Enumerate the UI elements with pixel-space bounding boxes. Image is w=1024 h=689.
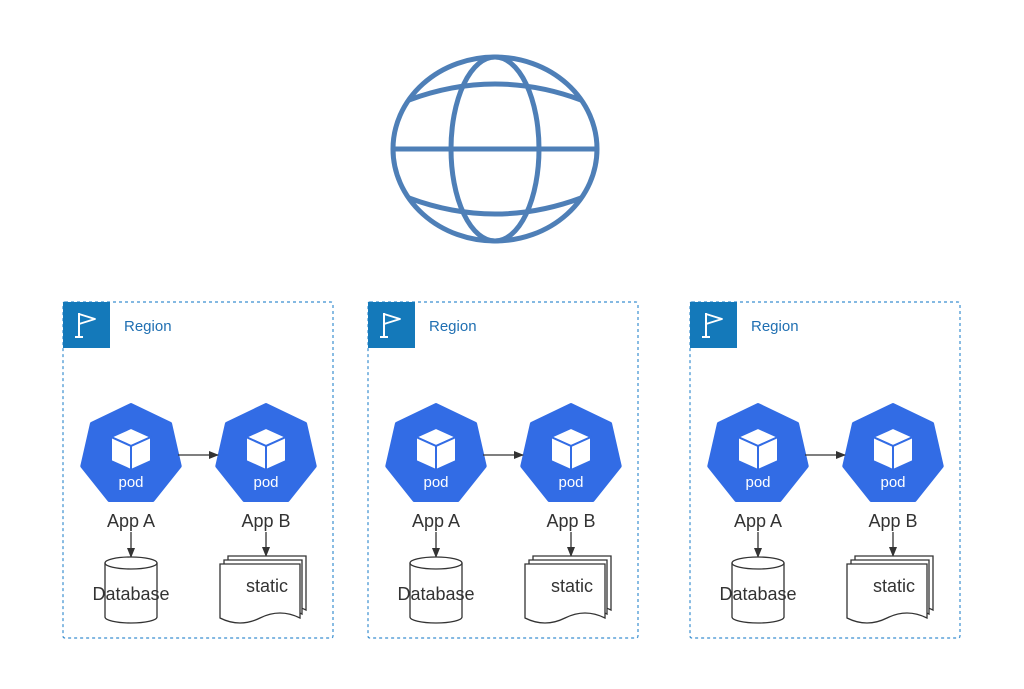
database-icon [104,556,158,624]
app-label: App A [107,511,155,531]
database-label: Database [719,584,796,604]
pod-icon: pod [842,403,944,502]
globe-icon [390,54,600,244]
pod-label: pod [880,474,905,491]
cube-icon [110,427,152,471]
region-border [62,301,334,639]
region-title: Region [429,318,477,335]
app-label: App B [241,511,290,531]
pod-icon: pod [520,403,622,502]
app-label: App B [868,511,917,531]
region-border [367,301,639,639]
static-label: static [873,576,915,596]
cube-icon [415,427,457,471]
database-label: Database [92,584,169,604]
cube-icon [550,427,592,471]
flag-icon [690,302,737,348]
region-title: Region [124,318,172,335]
database-icon [731,556,785,624]
region-title: Region [751,318,799,335]
cube-icon [737,427,779,471]
region-border [689,301,961,639]
flag-icon [368,302,415,348]
cube-icon [245,427,287,471]
pod-label: pod [423,474,448,491]
database-icon [409,556,463,624]
pod-icon: pod [80,403,182,502]
pod-label: pod [118,474,143,491]
database-label: Database [397,584,474,604]
pod-label: pod [253,474,278,491]
app-label: App A [734,511,782,531]
flag-icon [63,302,110,348]
app-label: App A [412,511,460,531]
static-files-icon [846,555,934,624]
app-label: App B [546,511,595,531]
pod-icon: pod [385,403,487,502]
pod-icon: pod [707,403,809,502]
pod-icon: pod [215,403,317,502]
static-label: static [246,576,288,596]
static-files-icon [524,555,612,624]
pod-label: pod [745,474,770,491]
cube-icon [872,427,914,471]
static-files-icon [219,555,307,624]
static-label: static [551,576,593,596]
pod-label: pod [558,474,583,491]
